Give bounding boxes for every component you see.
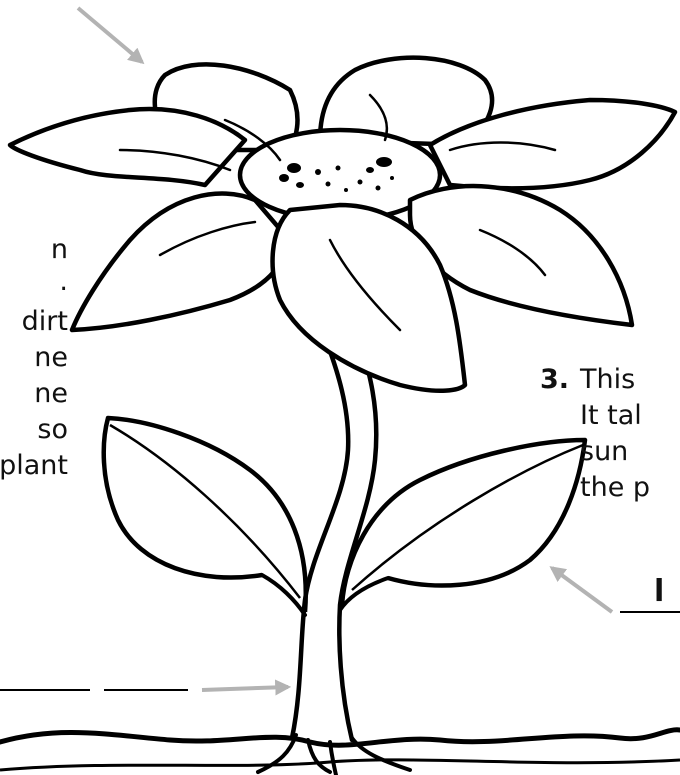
arrow-to-stem — [202, 687, 288, 690]
answer-letter: l — [654, 576, 664, 608]
left-text-line: n — [51, 234, 68, 266]
left-leaf-vein — [110, 425, 300, 598]
item-number: 3. — [540, 364, 569, 396]
item-3-line: It tal — [580, 400, 642, 432]
left-text-line: dirt — [22, 306, 68, 338]
left-text-line: ne — [34, 378, 68, 410]
left-text-line: . — [59, 266, 68, 298]
item-3-line: This — [580, 364, 635, 396]
arrow-to-flower — [78, 8, 142, 62]
left-text-line: so — [37, 414, 68, 446]
item-3-line: the p — [580, 472, 650, 504]
left-text-line: ne — [34, 342, 68, 374]
ground-line — [0, 730, 680, 745]
ground-line-lower — [0, 760, 680, 770]
left-text-line: plant — [0, 450, 68, 482]
right-leaf-vein — [352, 445, 583, 590]
item-3-line: sun — [580, 436, 628, 468]
arrow-to-leaf — [552, 568, 612, 612]
